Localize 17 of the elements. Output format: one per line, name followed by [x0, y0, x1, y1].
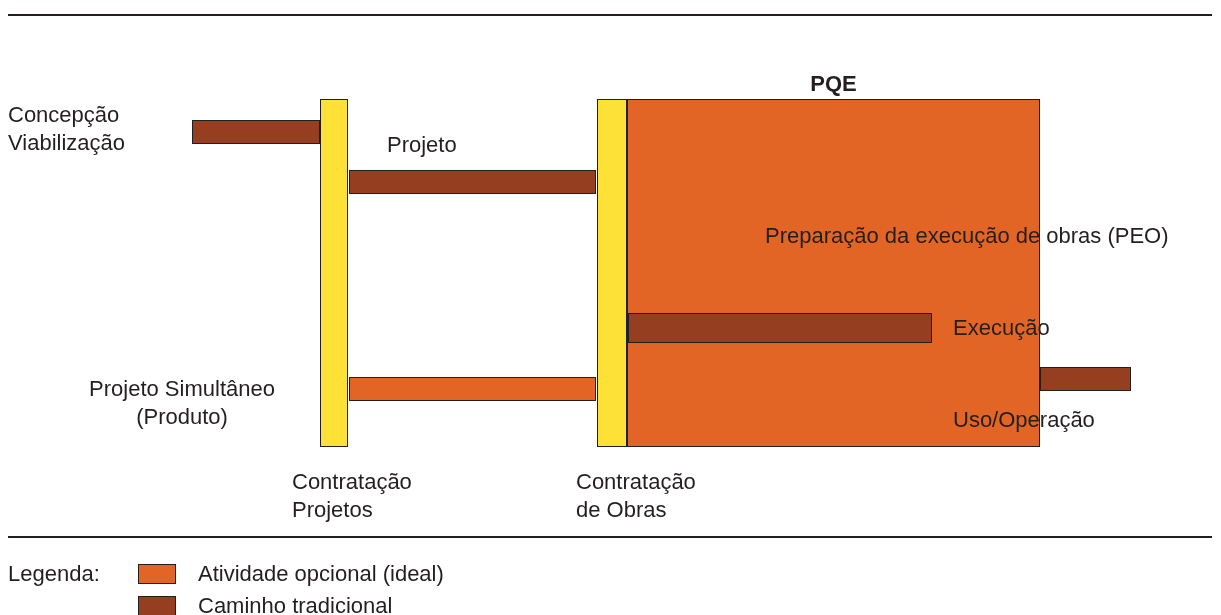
activity-bar: [349, 377, 596, 401]
bar-caption: Projeto Simultâneo (Produto): [88, 375, 276, 431]
legend-label: Caminho tradicional: [198, 592, 393, 615]
legend-title: Legenda:: [8, 560, 100, 588]
box-heading: PQE: [809, 70, 858, 98]
bar-caption: Concepção Viabilização: [8, 101, 126, 157]
milestone-bar: [320, 99, 348, 447]
bar-caption: Contratação de Obras: [576, 468, 697, 524]
bar-caption: Projeto: [387, 131, 457, 159]
legend-label: Atividade opcional (ideal): [198, 560, 444, 588]
activity-bar: [349, 170, 596, 194]
activity-bar: [192, 120, 320, 144]
bar-caption: Contratação Projetos: [292, 468, 413, 524]
activity-bar: [628, 313, 932, 343]
activity-bar: [1040, 367, 1131, 391]
box-text: Preparação da execução de obras (PEO): [765, 222, 1170, 250]
milestone-bar: [597, 99, 627, 447]
